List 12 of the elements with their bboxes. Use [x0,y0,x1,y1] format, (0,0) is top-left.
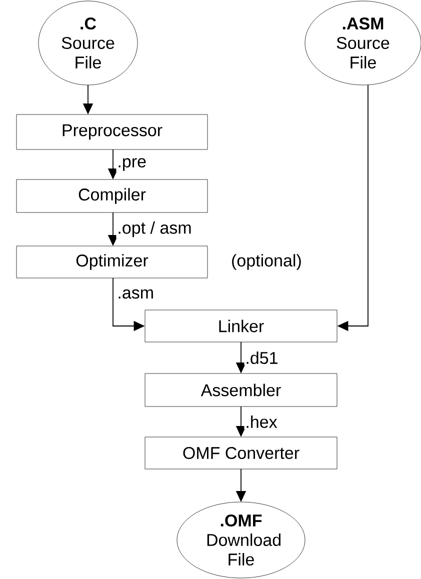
edge-label: .asm [118,289,153,299]
edge-label: .opt / asm [118,221,191,238]
edge-label: .hex [246,416,278,428]
process-box: Linker [144,310,338,342]
note-text: (optional) [232,254,301,270]
process-box: OMF Converter [144,436,338,470]
process-box: Assembler [144,373,338,407]
edge-label: .pre [118,158,146,171]
process-box: Preprocessor [16,114,208,150]
process-box: Compiler [16,179,208,213]
edge-label: .d51 [246,352,278,364]
process-box: Optimizer [16,246,208,278]
